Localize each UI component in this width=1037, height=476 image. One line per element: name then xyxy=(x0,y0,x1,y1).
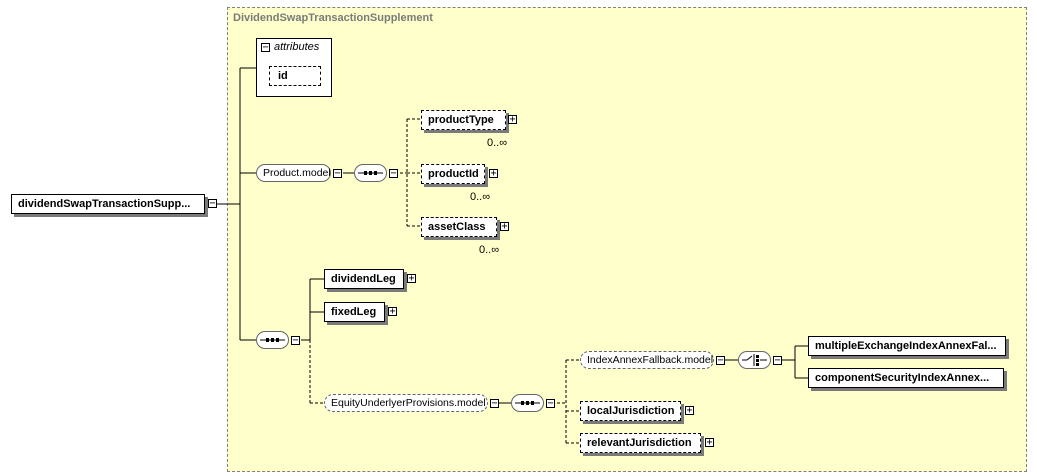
sequence-toggle[interactable]: − xyxy=(389,168,398,179)
product-id-label: productId xyxy=(428,168,479,180)
product-id-occurrence: 0..∞ xyxy=(470,191,491,203)
attribute-id-box[interactable]: id xyxy=(269,66,321,86)
asset-class-expand-toggle[interactable]: + xyxy=(500,221,509,232)
sequence-icon xyxy=(515,401,540,405)
product-model-group[interactable]: Product.model xyxy=(256,164,331,182)
attribute-id-label: id xyxy=(278,70,288,82)
relevant-jurisdiction-expand-toggle[interactable]: + xyxy=(705,437,714,448)
dividend-leg-element[interactable]: dividendLeg xyxy=(324,269,404,289)
asset-class-element[interactable]: assetClass xyxy=(421,217,497,237)
fixed-leg-expand-toggle[interactable]: + xyxy=(388,306,397,317)
product-type-element[interactable]: productType xyxy=(421,110,506,130)
product-model-label: Product.model xyxy=(263,167,331,179)
dividend-leg-expand-toggle[interactable]: + xyxy=(407,273,416,284)
equity-sequence-compositor[interactable] xyxy=(511,394,544,412)
choice-icon xyxy=(742,354,767,366)
root-element-box[interactable]: dividendSwapTransactionSupp... xyxy=(11,194,205,214)
fixed-leg-element[interactable]: fixedLeg xyxy=(324,302,385,322)
attributes-collapse-toggle[interactable]: − xyxy=(261,42,270,53)
index-annex-label: IndexAnnexFallback.model xyxy=(587,354,714,366)
multiple-exchange-label: multipleExchangeIndexAnnexFal... xyxy=(815,340,997,352)
dividend-leg-label: dividendLeg xyxy=(331,273,396,285)
sequence-compositor-2[interactable] xyxy=(256,331,289,349)
equity-model-toggle[interactable]: − xyxy=(490,398,499,409)
component-security-label: componentSecurityIndexAnnex... xyxy=(815,372,990,384)
local-jurisdiction-expand-toggle[interactable]: + xyxy=(685,405,694,416)
asset-class-label: assetClass xyxy=(428,221,486,233)
product-id-expand-toggle[interactable]: + xyxy=(489,168,498,179)
relevant-jurisdiction-label: relevantJurisdiction xyxy=(587,437,692,449)
product-type-expand-toggle[interactable]: + xyxy=(508,114,517,125)
index-annex-fallback-model[interactable]: IndexAnnexFallback.model xyxy=(580,351,714,369)
product-type-occurrence: 0..∞ xyxy=(487,137,508,149)
choice-toggle[interactable]: − xyxy=(773,355,782,366)
asset-class-occurrence: 0..∞ xyxy=(479,244,500,256)
attributes-header: attributes xyxy=(274,41,320,53)
relevant-jurisdiction-element[interactable]: relevantJurisdiction xyxy=(580,433,701,453)
sequence-2-toggle[interactable]: − xyxy=(291,335,300,346)
multiple-exchange-index-annex-element[interactable]: multipleExchangeIndexAnnexFal... xyxy=(808,336,1006,356)
equity-model-label: EquityUnderlyerProvisions.model xyxy=(331,397,486,409)
root-element-label: dividendSwapTransactionSupp... xyxy=(18,198,191,210)
local-jurisdiction-element[interactable]: localJurisdiction xyxy=(580,401,681,421)
index-annex-toggle[interactable]: − xyxy=(716,355,725,366)
choice-compositor[interactable] xyxy=(738,351,771,369)
sequence-compositor-icon[interactable] xyxy=(354,164,387,182)
product-id-element[interactable]: productId xyxy=(421,164,485,184)
root-collapse-toggle[interactable]: − xyxy=(208,198,217,209)
attributes-panel: − attributes id xyxy=(256,38,332,97)
product-type-label: productType xyxy=(428,114,494,126)
sequence-icon xyxy=(358,171,383,175)
fixed-leg-label: fixedLeg xyxy=(331,306,377,318)
equity-sequence-toggle[interactable]: − xyxy=(546,398,555,409)
product-model-toggle[interactable]: − xyxy=(333,168,342,179)
sequence-icon xyxy=(260,338,285,342)
equity-underlyer-provisions-model[interactable]: EquityUnderlyerProvisions.model xyxy=(324,394,488,412)
local-jurisdiction-label: localJurisdiction xyxy=(587,405,675,417)
component-security-index-annex-element[interactable]: componentSecurityIndexAnnex... xyxy=(808,368,1004,388)
complex-type-title: DividendSwapTransactionSupplement xyxy=(233,12,433,24)
